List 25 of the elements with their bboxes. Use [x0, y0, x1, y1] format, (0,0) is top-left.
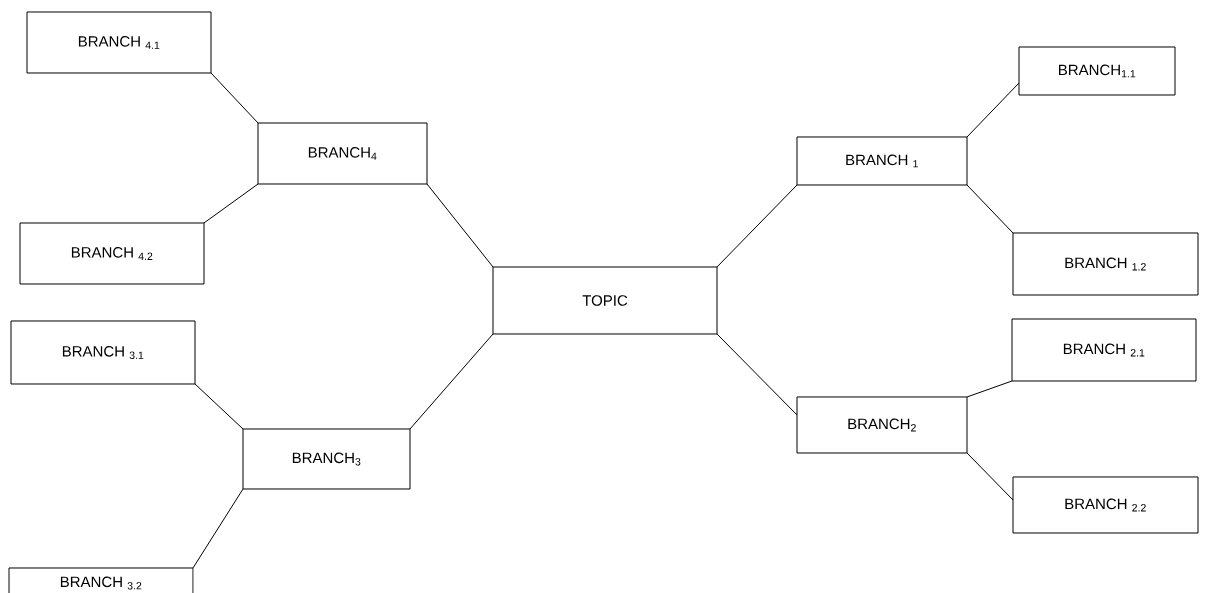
- topic-box: TOPIC: [492, 266, 718, 335]
- branch-box: BRANCH$_{4}$: [257, 122, 428, 185]
- branch-box: BRANCH $_{3.2}$: [8, 567, 194, 593]
- branch-box: BRANCH $_{2.1}$: [1011, 318, 1197, 382]
- branch-box: BRANCH$_{2}$: [796, 396, 968, 454]
- branch-box: BRANCH $_{1}$: [796, 136, 968, 186]
- branch-box: BRANCH $_{4.2}$: [19, 222, 205, 285]
- connector-line: [966, 452, 1014, 501]
- connector-line: [966, 380, 1013, 398]
- connector-line: [716, 333, 798, 416]
- connector-line: [210, 72, 259, 124]
- connector-line: [966, 184, 1014, 234]
- connector-line: [192, 488, 244, 569]
- branch-box: BRANCH $_{2.2}$: [1012, 476, 1199, 534]
- connector-line: [194, 383, 244, 430]
- branch-box: BRANCH $_{1.2}$: [1012, 232, 1199, 296]
- connector-line: [966, 82, 1020, 138]
- branch-box: BRANCH $_{4.1}$: [26, 11, 212, 74]
- branch-box: BRANCH$_{1.1}$: [1018, 46, 1176, 96]
- connector-line: [409, 333, 494, 430]
- connector-line: [716, 184, 798, 268]
- branch-box: BRANCH $_{3.1}$: [10, 320, 196, 385]
- branch-box: BRANCH$_{3}$: [242, 428, 411, 490]
- connector-line: [426, 183, 494, 268]
- connector-line: [203, 183, 259, 224]
